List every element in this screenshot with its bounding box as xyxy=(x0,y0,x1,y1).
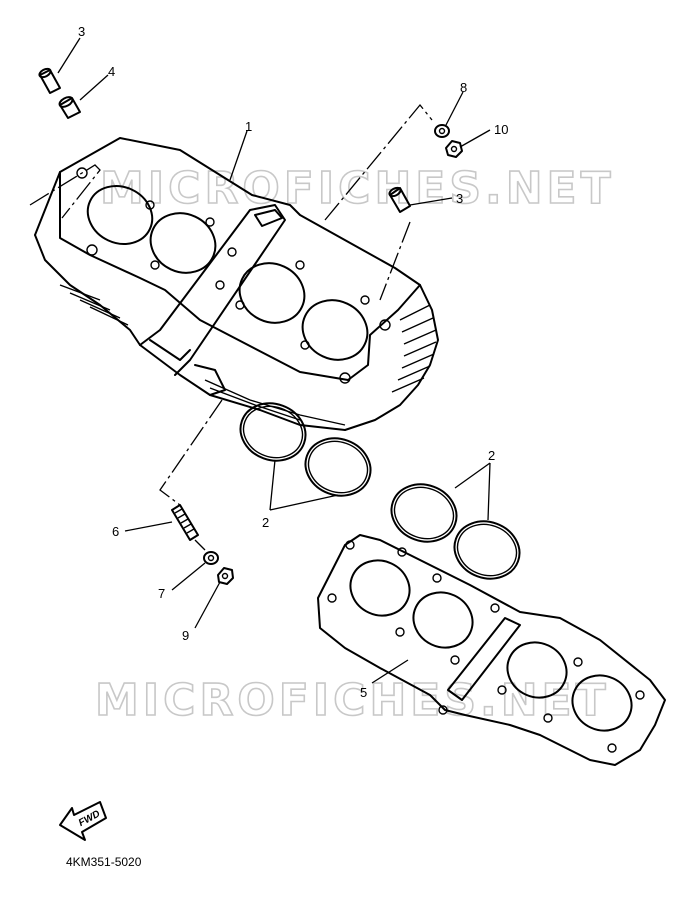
cylinder-block[interactable] xyxy=(34,137,439,431)
watermark-top: MICROFICHES.NET xyxy=(100,163,615,214)
head-gasket[interactable] xyxy=(317,534,666,766)
part-code: 4KM351-5020 xyxy=(66,855,142,869)
callout-5: 5 xyxy=(360,685,367,700)
o-rings-upper[interactable] xyxy=(232,394,378,504)
forward-arrow-icon: FWD xyxy=(59,801,107,841)
assembly-lines xyxy=(29,103,433,551)
nut-9[interactable] xyxy=(217,567,234,585)
collar-left[interactable] xyxy=(58,95,81,119)
o-rings-lower[interactable] xyxy=(383,475,527,587)
callout-8: 8 xyxy=(460,80,467,95)
callout-7: 7 xyxy=(158,586,165,601)
dowel-pin-left[interactable] xyxy=(38,67,61,94)
stud-bolt-6[interactable] xyxy=(171,504,199,541)
dowel-pin-right[interactable] xyxy=(388,186,411,213)
callout-4: 4 xyxy=(108,64,115,79)
callout-3-left: 3 xyxy=(78,24,85,39)
washer-8[interactable] xyxy=(434,124,450,138)
leader-lines xyxy=(57,37,491,684)
callout-1: 1 xyxy=(245,119,252,134)
nut-10[interactable] xyxy=(445,140,463,158)
washer-7[interactable] xyxy=(203,551,219,565)
watermark-bottom: MICROFICHES.NET xyxy=(95,675,610,726)
callout-3-right: 3 xyxy=(456,191,463,206)
callout-9: 9 xyxy=(182,628,189,643)
callout-2-upper: 2 xyxy=(262,515,269,530)
callout-2-lower: 2 xyxy=(488,448,495,463)
callout-6: 6 xyxy=(112,524,119,539)
callout-10: 10 xyxy=(494,122,508,137)
